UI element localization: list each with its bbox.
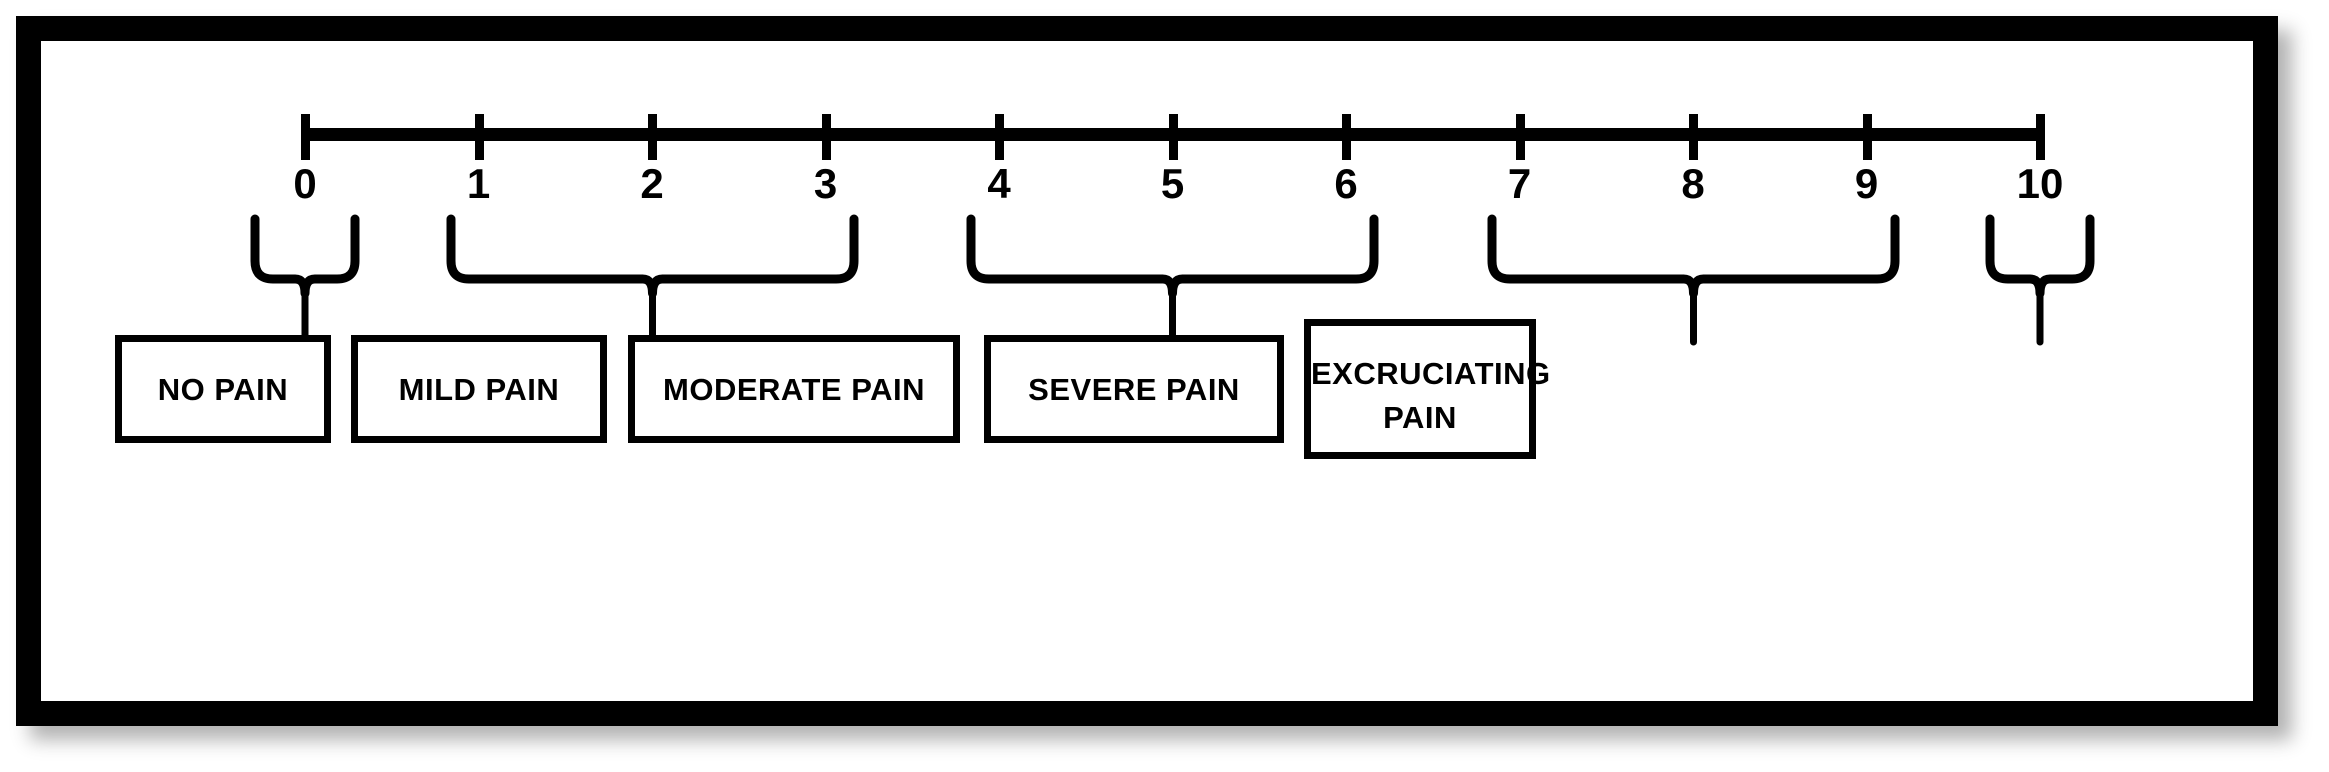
ruler-tick-8 (1689, 114, 1698, 160)
category-box-moderate-pain: MODERATE PAIN (628, 335, 960, 443)
ruler-tick-9 (1862, 114, 1872, 160)
brace-glyph (446, 214, 858, 346)
brace-excruciating-pain (1981, 214, 2099, 346)
category-box-mild-pain: MILD PAIN (351, 335, 607, 443)
ruler-tick-label-4: 4 (987, 160, 1011, 207)
brace-path (966, 214, 1379, 298)
ruler-tick-label-9: 9 (1854, 160, 1879, 207)
brace-no-pain (246, 214, 364, 346)
ruler-tick-3 (821, 114, 831, 160)
brace-severe-pain (1483, 214, 1904, 346)
brace-path (250, 214, 360, 298)
brace-path (1985, 214, 2095, 298)
brace-glyph (1985, 214, 2095, 346)
ruler-tick-label-8: 8 (1681, 160, 1705, 207)
category-box-excruciating-pain: EXCRUCIATING PAIN (1304, 319, 1550, 459)
ruler-tick-10 (2036, 114, 2045, 160)
brace-path (1487, 214, 1899, 298)
brace-glyph (250, 214, 360, 346)
ruler-tick-5 (1168, 114, 1178, 160)
ruler-tick-2 (648, 114, 657, 160)
brace-glyph (1487, 214, 1899, 346)
category-box-no-pain: NO PAIN (115, 335, 331, 443)
ruler-tick-6 (1342, 114, 1351, 160)
ruler-tick-label-0: 0 (293, 160, 317, 207)
brace-mild-pain (442, 214, 863, 346)
ruler-tick-1 (474, 114, 484, 160)
brace-moderate-pain (962, 214, 1383, 346)
ruler-tick-label-7: 7 (1507, 160, 1532, 207)
ruler-tick-0 (301, 114, 310, 160)
ruler-tick-label-10: 10 (2016, 160, 2064, 207)
ruler-tick-label-1: 1 (466, 160, 491, 207)
ruler-tick-4 (995, 114, 1004, 160)
ruler-tick-7 (1515, 114, 1525, 160)
ruler-tick-label-3: 3 (813, 160, 838, 207)
ruler-tick-label-5: 5 (1160, 160, 1185, 207)
ruler-tick-label-6: 6 (1334, 160, 1358, 207)
ruler-tick-label-2: 2 (640, 160, 664, 207)
category-box-severe-pain: SEVERE PAIN (984, 335, 1284, 443)
brace-path (446, 214, 858, 298)
brace-glyph (966, 214, 1379, 346)
